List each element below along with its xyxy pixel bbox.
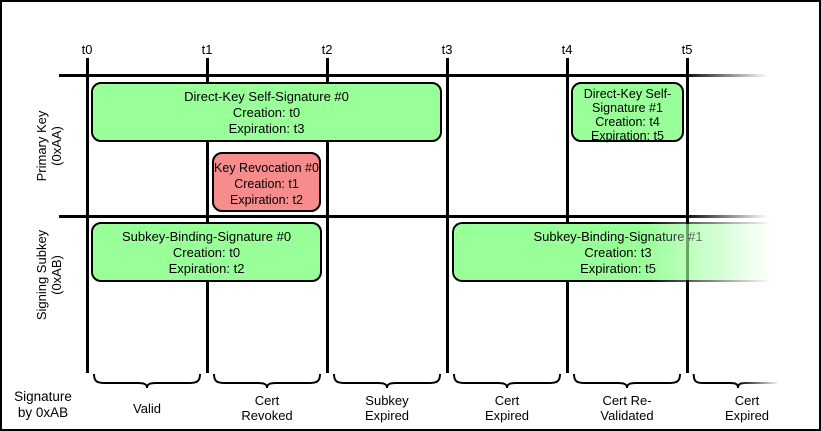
- box-expiration: Expiration: t2: [230, 193, 303, 207]
- box-expiration: Expiration: t5: [580, 261, 656, 276]
- signing-subkey-axis-line: [59, 215, 775, 218]
- signature-by-axis-label: Signature by 0xAB: [14, 389, 72, 420]
- box-subkey-binding-signature-1: Subkey-Binding-Signature #1 Creation: t3…: [452, 222, 782, 282]
- zone-brace-cert-revoked: [212, 374, 322, 388]
- tick-label-t0: t0: [81, 42, 93, 57]
- box-title: Subkey-Binding-Signature #1: [533, 229, 703, 244]
- box-creation: Creation: t0: [232, 105, 301, 120]
- box-creation: Creation: t3: [584, 245, 652, 260]
- zone-brace-valid: [92, 374, 202, 388]
- zone-label-cert-expired-2: Cert Expired: [724, 393, 770, 423]
- row-label-signing-subkey: Signing Subkey (0xAB): [34, 229, 64, 321]
- tick-label-t4: t4: [561, 42, 573, 57]
- box-direct-key-self-signature-1: Direct-Key Self-Signature #1 Creation: t…: [571, 82, 684, 143]
- zone-label-cert-revoked: Cert Revoked: [241, 393, 293, 423]
- box-expiration: Expiration: t5: [591, 129, 664, 143]
- tick-label-t1: t1: [201, 42, 213, 57]
- zone-label-cert-revalidated: Cert Re- Validated: [600, 393, 654, 423]
- tick-label-t2: t2: [321, 42, 333, 57]
- zone-label-valid: Valid: [133, 400, 161, 416]
- zone-brace-subkey-expired: [332, 374, 442, 388]
- box-title: Subkey-Binding-Signature #0: [121, 229, 292, 244]
- box-expiration: Expiration: t2: [168, 261, 245, 276]
- zone-label-subkey-expired: Subkey Expired: [364, 393, 410, 423]
- zone-brace-cert-revalidated: [572, 374, 682, 388]
- box-creation: Creation: t0: [172, 245, 241, 260]
- primary-key-axis-line: [59, 74, 775, 77]
- box-direct-key-self-signature-0: Direct-Key Self-Signature #0 Creation: t…: [91, 82, 442, 142]
- box-expiration: Expiration: t3: [228, 121, 305, 136]
- row-label-primary-key: Primary Key (0xAA): [34, 110, 64, 182]
- box-creation: Creation: t1: [234, 177, 299, 191]
- box-subkey-binding-signature-0: Subkey-Binding-Signature #0 Creation: t0…: [91, 222, 322, 282]
- tick-label-t5: t5: [681, 42, 693, 57]
- box-title: Key Revocation #0: [214, 161, 319, 175]
- box-key-revocation-0: Key Revocation #0 Creation: t1 Expiratio…: [212, 152, 321, 212]
- zone-label-cert-expired-1: Cert Expired: [484, 393, 530, 423]
- zone-brace-cert-expired-1: [452, 374, 562, 388]
- box-creation: Creation: t4: [595, 115, 660, 129]
- box-title: Direct-Key Self-Signature #0: [184, 89, 349, 104]
- tick-label-t3: t3: [441, 42, 453, 57]
- zone-brace-cert-expired-2: [692, 374, 784, 388]
- box-title: Direct-Key Self-Signature #1: [583, 87, 672, 115]
